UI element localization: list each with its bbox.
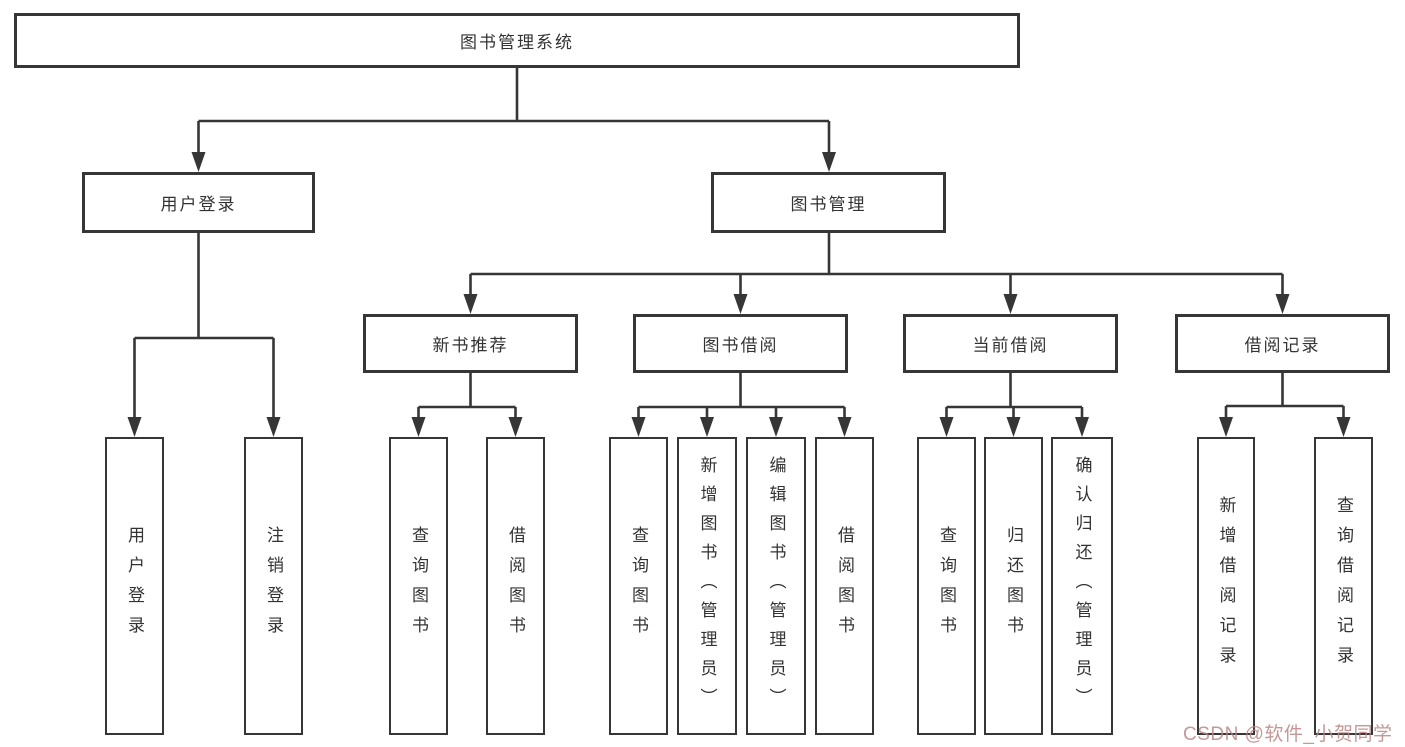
leaf-br-query-record-label: 查询借阅记录 — [1334, 496, 1353, 676]
leaf-cb-query-books-label: 查询图书 — [937, 526, 956, 646]
edge-user-login-to-leaves — [127, 233, 281, 437]
node-root-system: 图书管理系统 — [14, 13, 1020, 68]
leaf-logout-label: 注销登录 — [264, 526, 283, 646]
leaf-bb-query-books-label: 查询图书 — [629, 526, 648, 646]
edge-new-book-rec-to-leaves — [411, 373, 523, 437]
leaf-logout: 注销登录 — [244, 437, 303, 735]
leaf-nb-query-books-label: 查询图书 — [409, 526, 428, 646]
node-new-book-recommend: 新书推荐 — [363, 314, 578, 373]
leaf-bb-query-books: 查询图书 — [609, 437, 668, 735]
leaf-bb-edit-books-admin: 编辑图书（管理员） — [746, 437, 806, 735]
leaf-cb-confirm-return-admin-label: 确认归还（管理员） — [1072, 455, 1092, 717]
node-book-borrowing: 图书借阅 — [633, 314, 848, 373]
node-book-management: 图书管理 — [711, 172, 946, 233]
edge-book-mgmt-to-level3 — [463, 233, 1290, 314]
csdn-watermark: CSDN @软件_小贺同学 — [1183, 724, 1393, 745]
edge-borrow-records-to-leaves — [1219, 373, 1351, 437]
leaf-cb-query-books: 查询图书 — [917, 437, 976, 735]
edge-current-borrow-to-leaves — [939, 373, 1089, 437]
leaf-bb-edit-books-admin-label: 编辑图书（管理员） — [766, 455, 786, 717]
leaf-cb-confirm-return-admin: 确认归还（管理员） — [1051, 437, 1113, 735]
edge-root-to-level2 — [191, 68, 836, 172]
leaf-nb-borrow-books: 借阅图书 — [486, 437, 545, 735]
leaf-nb-borrow-books-label: 借阅图书 — [506, 526, 525, 646]
leaf-cb-return-books: 归还图书 — [984, 437, 1043, 735]
leaf-bb-add-books-admin-label: 新增图书（管理员） — [697, 455, 717, 717]
node-user-login: 用户登录 — [82, 172, 315, 233]
leaf-cb-return-books-label: 归还图书 — [1004, 526, 1023, 646]
leaf-nb-query-books: 查询图书 — [389, 437, 448, 735]
leaf-bb-add-books-admin: 新增图书（管理员） — [677, 437, 737, 735]
leaf-br-query-record: 查询借阅记录 — [1314, 437, 1373, 735]
leaf-user-login-label: 用户登录 — [125, 526, 144, 646]
node-current-borrowing: 当前借阅 — [903, 314, 1118, 373]
leaf-br-add-record-label: 新增借阅记录 — [1216, 496, 1236, 676]
leaf-br-add-record: 新增借阅记录 — [1197, 437, 1255, 735]
leaf-bb-borrow-books-label: 借阅图书 — [835, 526, 854, 646]
edge-book-borrow-to-leaves — [631, 373, 852, 437]
node-borrow-records: 借阅记录 — [1175, 314, 1390, 373]
leaf-bb-borrow-books: 借阅图书 — [815, 437, 874, 735]
leaf-user-login: 用户登录 — [105, 437, 164, 735]
